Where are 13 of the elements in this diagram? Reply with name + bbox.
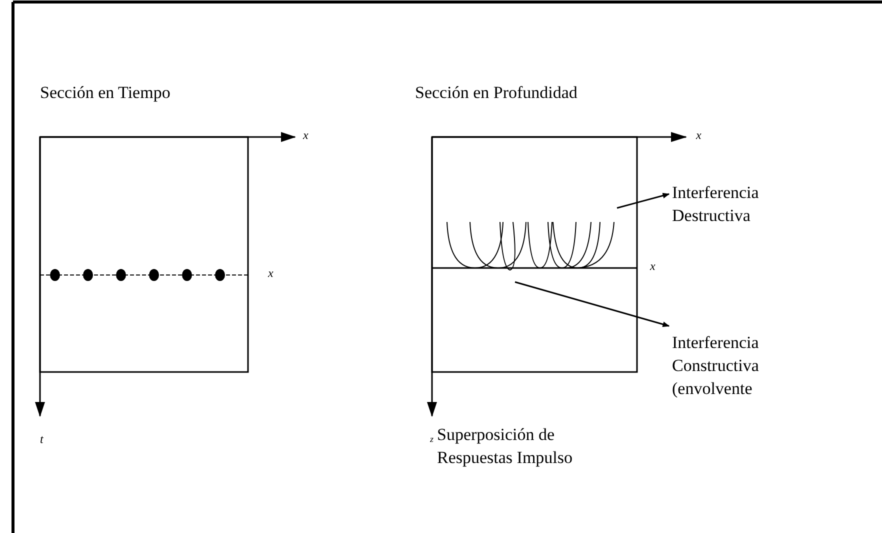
axis-label: x — [268, 266, 274, 281]
axis-label: x — [650, 259, 656, 274]
caption-text: Superposición de Respuestas Impulso — [437, 424, 574, 469]
section-title: Sección en Tiempo — [40, 83, 170, 104]
axis-label: z — [430, 434, 434, 444]
axis-label: x — [303, 128, 308, 143]
section-title: Sección en Profundidad — [415, 83, 578, 104]
axis-label: x — [696, 128, 702, 143]
callout-text: Interferencia Destructiva — [672, 182, 812, 228]
leader-arrow — [514, 281, 670, 327]
callout-text: Interferencia Constructiva (envolvente — [672, 332, 812, 401]
leader-arrow — [616, 192, 670, 209]
axis-label: t — [40, 432, 44, 447]
